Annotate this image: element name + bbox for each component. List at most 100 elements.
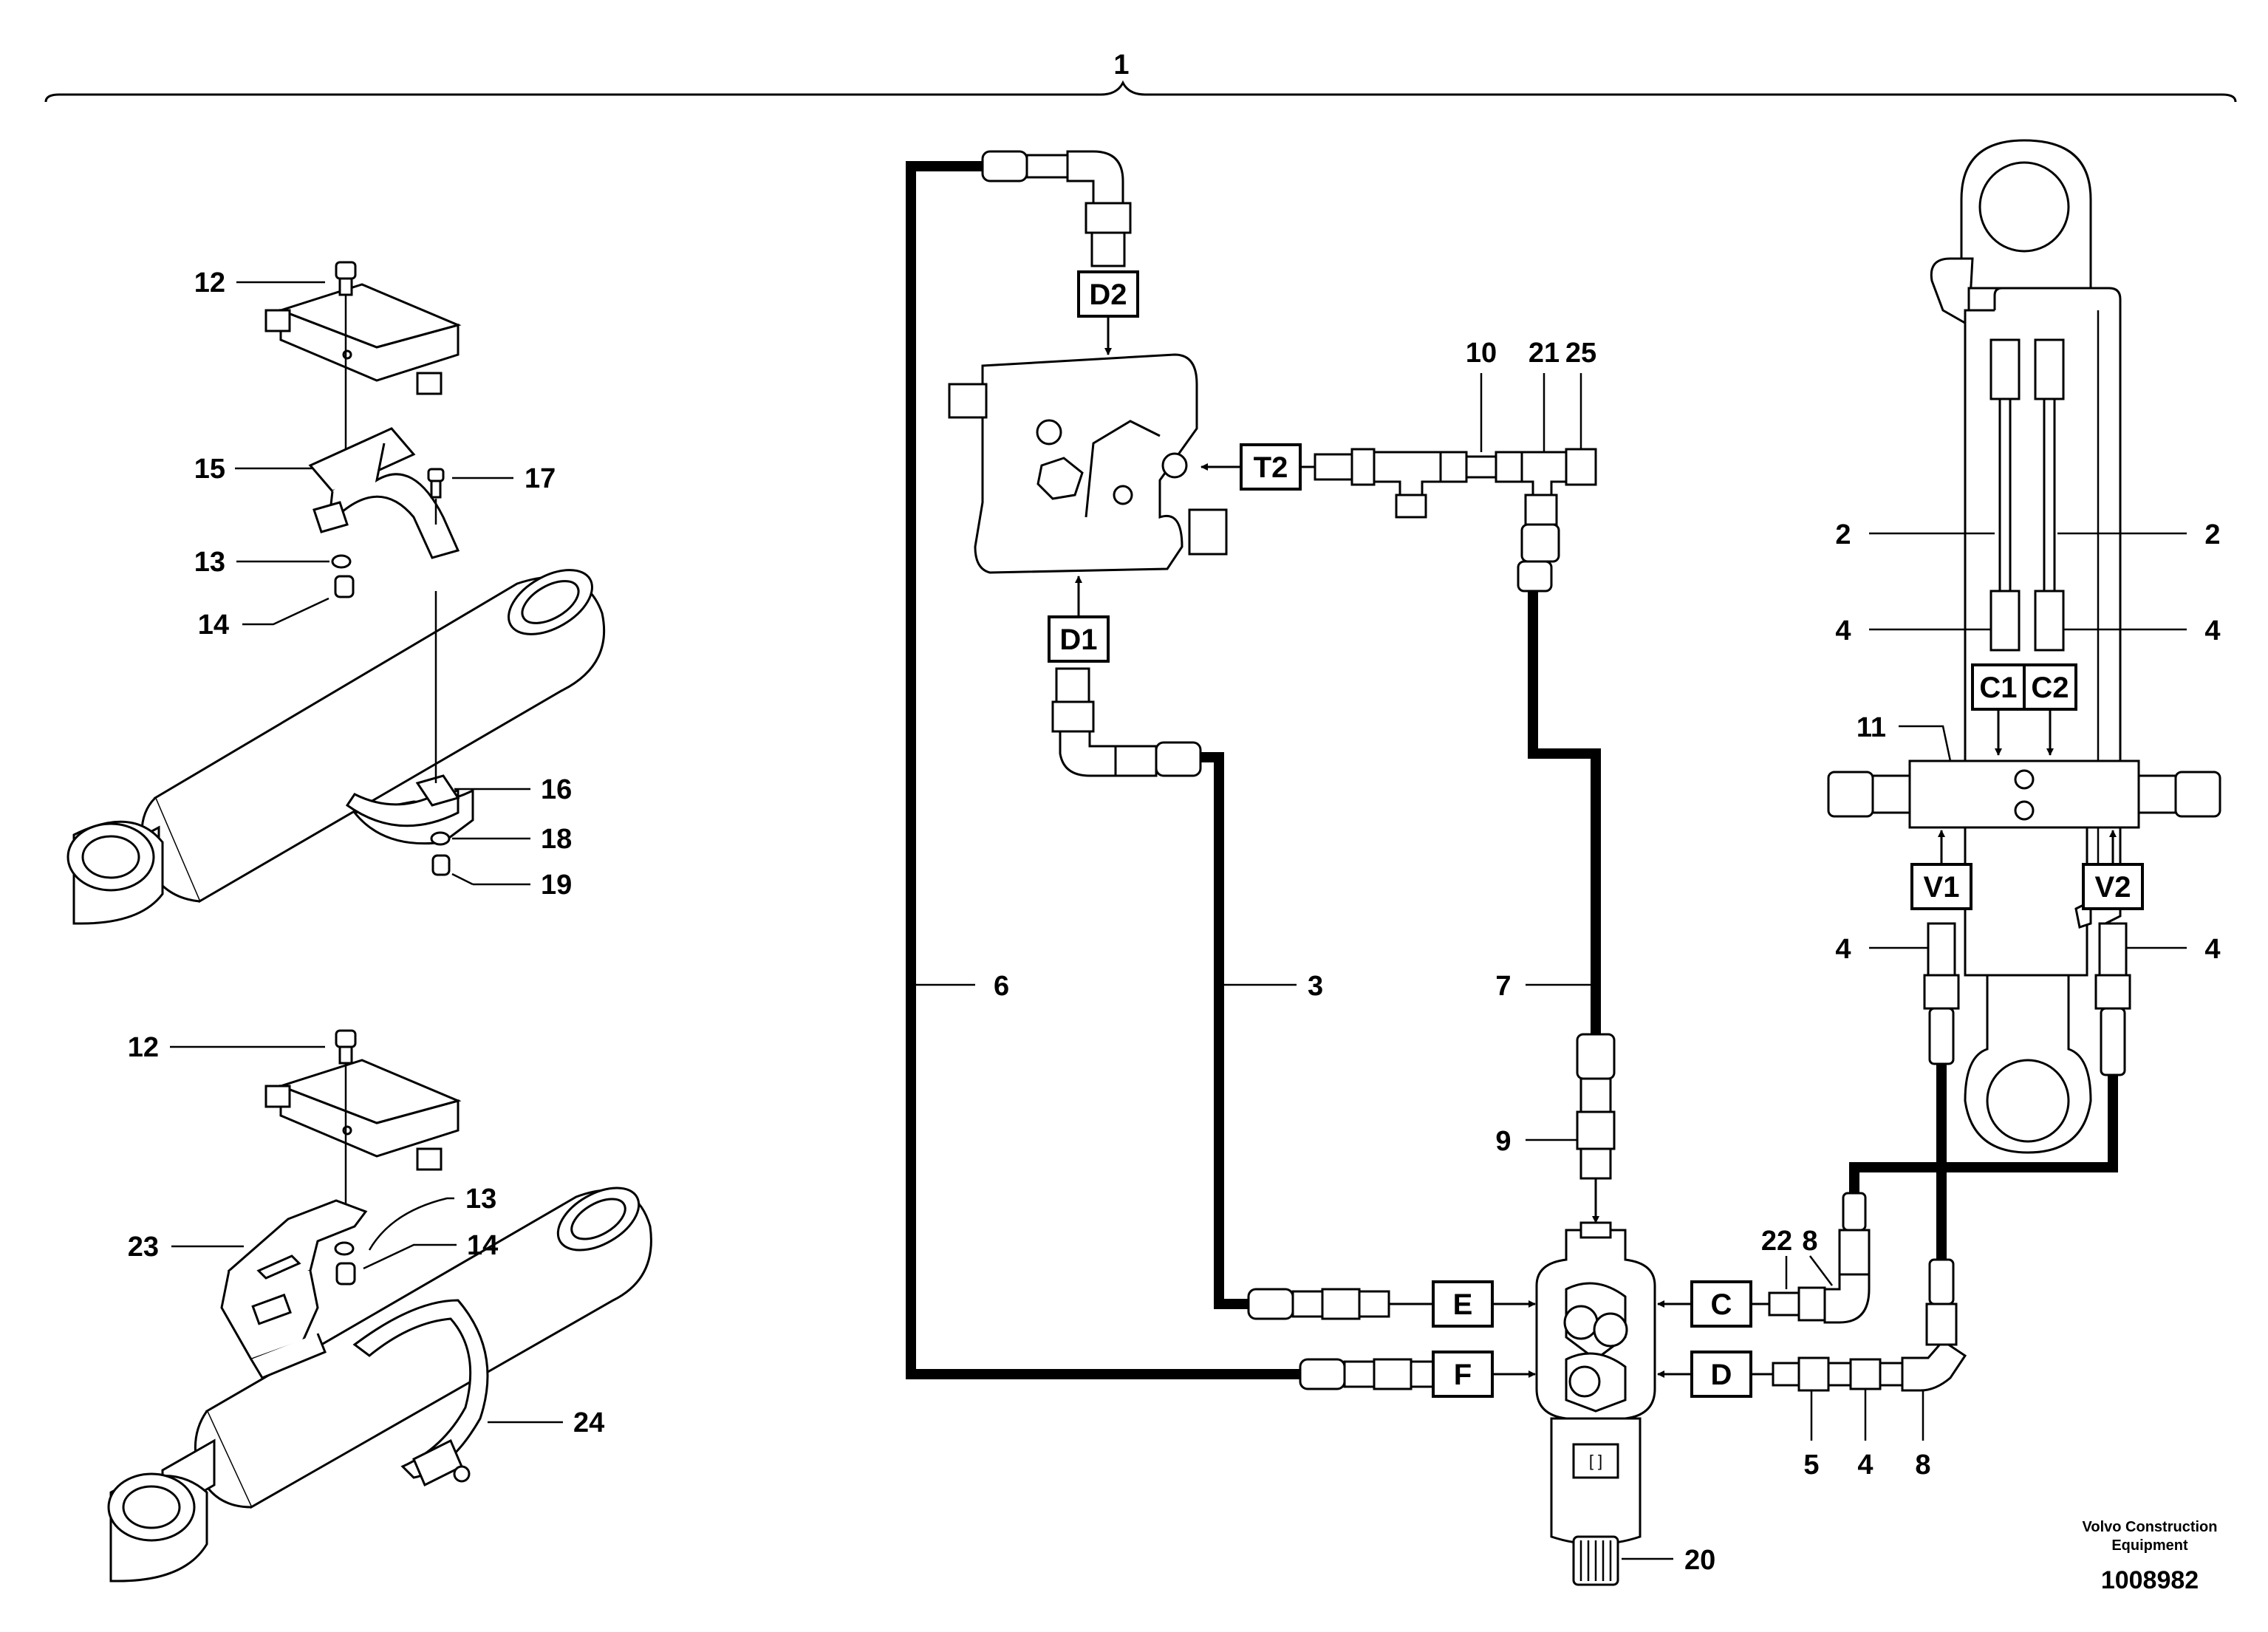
hose-6 — [906, 161, 1300, 1379]
callout-14-upper: 14 — [198, 610, 229, 641]
svg-text:C2: C2 — [2031, 672, 2069, 704]
callout-16: 16 — [541, 774, 572, 805]
svg-text:D: D — [1711, 1359, 1732, 1391]
svg-text:D1: D1 — [1059, 624, 1097, 656]
clamp-bracket-15 — [308, 427, 460, 559]
callout-22: 22 — [1761, 1226, 1792, 1257]
washer-13-upper — [331, 554, 352, 569]
port-c: C — [1657, 1280, 1769, 1328]
svg-text:C: C — [1711, 1288, 1732, 1321]
bolt-17 — [427, 468, 445, 525]
callout-4-upper-right: 4 — [2204, 615, 2220, 646]
callout-2-left: 2 — [1835, 519, 1851, 550]
fittings-d2 — [981, 150, 1132, 267]
port-d1: D1 — [1048, 576, 1110, 663]
port-c1: C1 — [1971, 663, 2026, 756]
callout-15: 15 — [194, 454, 225, 485]
callout-4-lower-left: 4 — [1835, 934, 1851, 965]
callout-25: 25 — [1565, 338, 1596, 369]
lower-valve-block — [264, 1059, 462, 1171]
callout-13-lower: 13 — [465, 1184, 496, 1215]
callout-5: 5 — [1803, 1450, 1819, 1481]
svg-text:E: E — [1453, 1288, 1473, 1321]
callout-4-lower-right: 4 — [2204, 934, 2220, 965]
callout-6: 6 — [994, 971, 1009, 1002]
svg-text:[ ]: [ ] — [1589, 1452, 1602, 1470]
callout-8-top: 8 — [1802, 1226, 1817, 1257]
assembly-brace: 1 — [44, 49, 2237, 103]
assembly-number: 1 — [1113, 49, 1129, 81]
port-v1: V1 — [1910, 830, 1972, 910]
port-t2: T2 — [1200, 443, 1315, 491]
tee-fittings — [1314, 448, 1597, 593]
svg-text:C1: C1 — [1979, 672, 2017, 704]
fittings-d1 — [1051, 667, 1202, 777]
right-cylinder — [1930, 139, 2122, 1154]
svg-text:V2: V2 — [2095, 871, 2131, 904]
lower-cylinder — [107, 1187, 652, 1583]
upper-cylinder — [66, 569, 606, 925]
nut-14-upper — [334, 575, 355, 598]
bolt-12-lower — [335, 1029, 357, 1219]
callout-19: 19 — [541, 870, 572, 901]
lower-mount-figure: 12 13 14 23 24 — [107, 1029, 652, 1583]
callout-12-upper: 12 — [194, 267, 225, 298]
document-number: 1008982 — [2101, 1566, 2199, 1594]
nut-14-lower — [335, 1262, 356, 1286]
port-c2: C2 — [2023, 663, 2077, 756]
callout-3: 3 — [1308, 971, 1323, 1002]
callout-9: 9 — [1495, 1126, 1511, 1157]
svg-text:D2: D2 — [1089, 279, 1127, 311]
hose-7 — [1528, 591, 1601, 1038]
callout-24: 24 — [573, 1407, 604, 1438]
svg-text:F: F — [1454, 1359, 1472, 1391]
callout-8-bottom: 8 — [1915, 1450, 1930, 1481]
hose-3 — [1197, 752, 1249, 1309]
callout-2-right: 2 — [2204, 519, 2220, 550]
pipes-2 — [1989, 338, 2065, 652]
control-valve-body — [948, 353, 1228, 574]
fittings-d — [1772, 1258, 1967, 1392]
washer-13-lower — [334, 1241, 355, 1256]
fittings-f — [1299, 1358, 1435, 1390]
fittings-v — [1923, 922, 2131, 1076]
callout-4-bottom: 4 — [1857, 1450, 1873, 1481]
bracket-23 — [220, 1199, 368, 1379]
port-d: D — [1657, 1351, 1773, 1398]
nut-19 — [431, 854, 451, 876]
brand-line-2: Equipment — [2111, 1537, 2188, 1554]
callout-4-upper-left: 4 — [1835, 615, 1851, 646]
callout-14-lower: 14 — [467, 1230, 498, 1261]
callout-23: 23 — [128, 1232, 159, 1263]
callout-17: 17 — [525, 463, 556, 494]
fitting-9 — [1576, 1033, 1616, 1223]
port-e: E — [1389, 1280, 1536, 1328]
leader-11 — [1899, 725, 1952, 762]
brand-line-1: Volvo Construction — [2083, 1519, 2218, 1535]
fittings-c — [1768, 1192, 1871, 1324]
port-f: F — [1432, 1351, 1536, 1398]
callout-18: 18 — [541, 824, 572, 855]
solenoid-valve-20: [ ] — [1535, 1221, 1656, 1586]
upper-mount-figure: 12 15 17 13 14 16 18 19 — [66, 261, 606, 925]
port-v2: V2 — [2082, 830, 2144, 910]
valve-11 — [1827, 759, 2221, 829]
callout-7: 7 — [1495, 971, 1511, 1002]
svg-text:T2: T2 — [1254, 451, 1288, 484]
callout-20: 20 — [1684, 1545, 1715, 1576]
callout-13-upper: 13 — [194, 547, 225, 578]
bolt-12-upper — [335, 261, 357, 510]
fittings-e — [1247, 1288, 1390, 1320]
port-d2: D2 — [1077, 270, 1139, 355]
hose-cylinder-v2 — [1849, 1075, 2118, 1193]
washer-18 — [430, 831, 451, 846]
lower-clamp-16 — [345, 591, 460, 827]
callout-10: 10 — [1466, 338, 1497, 369]
callout-11: 11 — [1857, 712, 1886, 743]
leader-8-top — [1809, 1255, 1833, 1286]
footer: Volvo Construction Equipment 1008982 — [2083, 1519, 2218, 1594]
callout-12-lower: 12 — [128, 1032, 159, 1063]
upper-valve-block — [264, 283, 462, 395]
callout-21: 21 — [1528, 338, 1560, 369]
